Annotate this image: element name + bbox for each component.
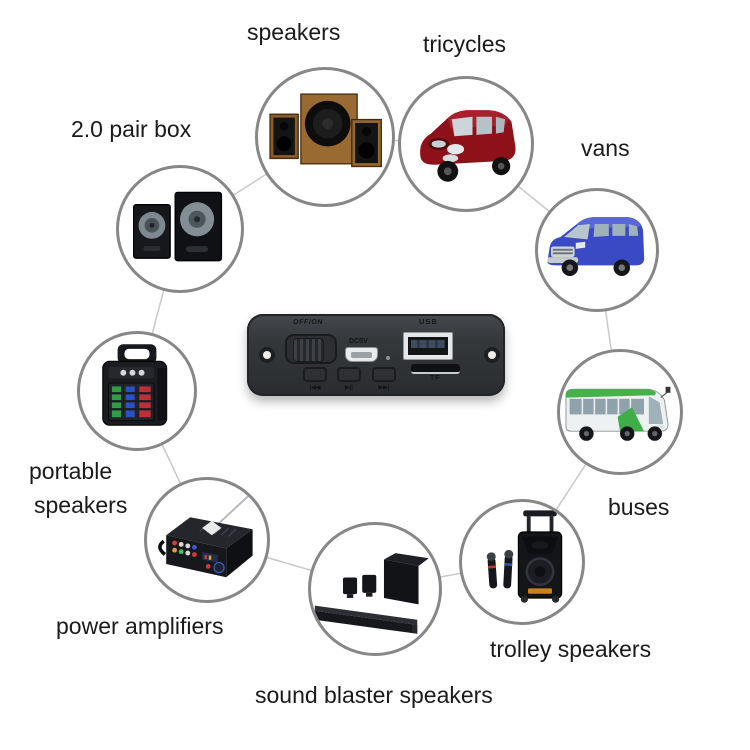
switch-knob (293, 338, 324, 362)
label-tricycles: tricycles (423, 31, 507, 57)
prev-button (303, 367, 327, 382)
tricycles-circle (398, 76, 534, 212)
label-portable-line1: portable (29, 458, 113, 484)
buses-circle (557, 349, 683, 475)
label-vans: vans (581, 135, 630, 161)
screw-hole-right-icon (484, 347, 500, 363)
label-speakers: speakers (247, 19, 341, 45)
label-portable-line2: speakers (34, 492, 128, 518)
city-bus-icon (565, 386, 671, 441)
screw-hole-left-icon (259, 347, 275, 363)
pair-box-circle (116, 165, 244, 293)
red-tricycle-icon (420, 110, 516, 182)
prev-glyph-icon: |◀◀ (309, 385, 321, 391)
usb-port-slot (408, 337, 448, 355)
led-indicator (386, 356, 390, 360)
tf-label: TF (430, 375, 441, 382)
label-pair-box: 2.0 pair box (71, 116, 192, 142)
play-pause-glyph-icon: ▶|| (345, 385, 353, 391)
trolley-speaker-with-mics-icon (486, 510, 563, 603)
trolley-speakers-circle (459, 499, 585, 625)
label-sound-blaster-speakers: sound blaster speakers (255, 682, 493, 708)
play-pause-button (337, 367, 361, 382)
next-button (372, 367, 396, 382)
dc5v-label: DC5V (349, 338, 368, 345)
portable-speakers-circle (77, 331, 197, 451)
usb-port-tongue (411, 340, 445, 348)
soundbar-system-icon (314, 553, 429, 634)
micro-usb-port (345, 347, 378, 362)
label-power-amplifiers: power amplifiers (56, 613, 224, 639)
power-amplifier-icon (158, 490, 255, 578)
speakers-circle (255, 67, 395, 207)
label-buses: buses (608, 494, 670, 520)
power-switch (285, 334, 337, 364)
black-pair-speakers-icon (133, 191, 223, 262)
vans-circle (535, 188, 659, 312)
usb-port (403, 332, 453, 360)
usb-label: USB (419, 317, 438, 326)
mp3-decoder-board: OFF/ON DC5V USB TF |◀◀ ▶|| ▶▶| (247, 314, 505, 396)
label-trolley-speakers: trolley speakers (490, 636, 652, 662)
sound-blaster-circle (308, 522, 442, 656)
tf-card-slot (411, 364, 460, 374)
blue-van-icon (547, 216, 645, 276)
portable-speaker-icon (102, 344, 168, 426)
switch-label: OFF/ON (292, 319, 324, 326)
next-glyph-icon: ▶▶| (378, 385, 390, 391)
power-amplifiers-circle (144, 477, 270, 603)
wood-2.1-speakers-icon (269, 93, 382, 168)
